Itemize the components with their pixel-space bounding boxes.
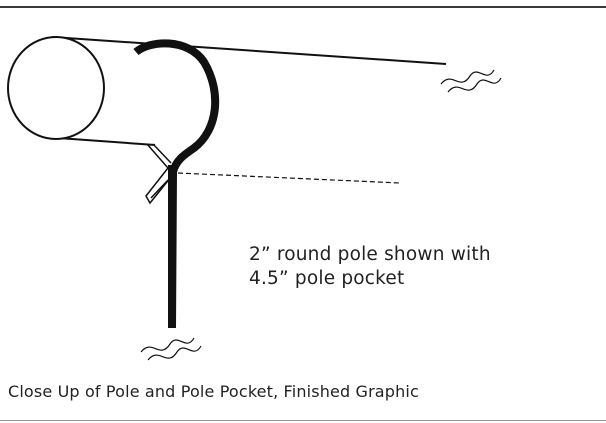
pole-annotation: 2” round pole shown with 4.5” pole pocke… xyxy=(249,243,491,291)
pole-break-icon xyxy=(440,69,502,93)
annotation-line-1: 2” round pole shown with xyxy=(249,244,491,265)
panel-break-icon xyxy=(140,337,202,361)
pole-bottom-edge xyxy=(57,137,156,146)
top-divider xyxy=(0,6,606,8)
pole xyxy=(7,36,447,146)
pole-end-cap xyxy=(7,36,105,140)
annotation-line-2: 4.5” pole pocket xyxy=(249,268,405,289)
pole-top-edge xyxy=(51,36,447,65)
bottom-divider xyxy=(0,420,606,421)
pole-pocket-diagram xyxy=(7,36,502,361)
figure-caption: Close Up of Pole and Pole Pocket, Finish… xyxy=(8,382,419,401)
leader-line xyxy=(177,172,401,184)
pocket-seam xyxy=(145,143,172,205)
pole-pocket-wrap xyxy=(133,39,220,329)
